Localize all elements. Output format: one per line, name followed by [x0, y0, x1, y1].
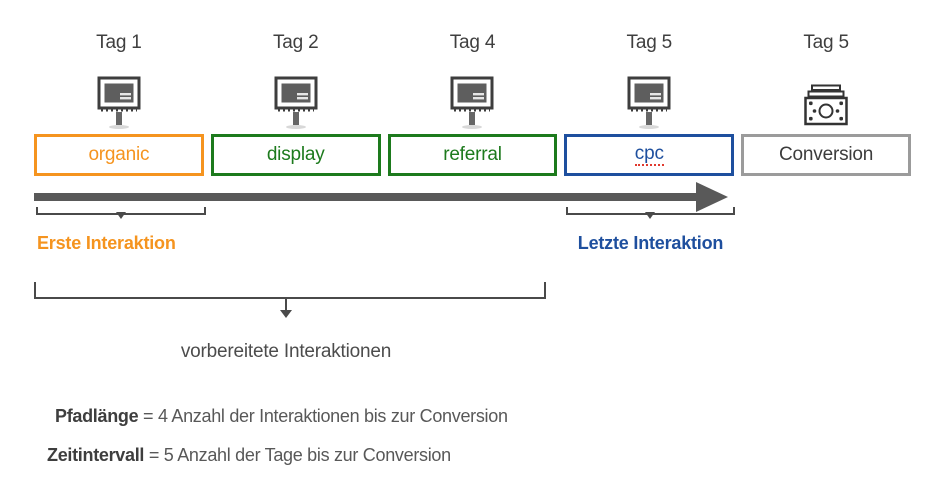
down-arrow-icon [280, 310, 292, 318]
day-label: Tag 1 [96, 32, 142, 53]
path-length-definition: Pfadlänge = 4 Anzahl der Interaktionen b… [55, 406, 508, 427]
timeline-column-conversion: Tag 5 Conversion [741, 30, 911, 176]
timeline-column-referral: Tag 4 referral [387, 30, 558, 176]
day-label: Tag 5 [626, 32, 673, 53]
channel-label: Conversion [779, 144, 874, 165]
time-interval-term: Zeitintervall [47, 445, 145, 465]
timeline-column-organic: Tag 1 organic [34, 30, 204, 176]
last-interaction-label: Letzte Interaktion [577, 233, 724, 253]
timeline-column-cpc: Tag 5 cpc [564, 30, 735, 176]
channel-box-display: display [210, 134, 381, 176]
day-label: Tag 2 [272, 32, 319, 53]
timeline-arrow [34, 193, 698, 201]
time-interval-value: 5 [163, 445, 174, 465]
equals-sign: = [148, 445, 160, 465]
channel-label: cpc [634, 143, 664, 166]
first-interaction-marker-icon [116, 212, 126, 219]
assisted-interactions-pointer [285, 298, 287, 311]
billboard-icon [626, 76, 672, 134]
time-interval-definition: Zeitintervall = 5 Anzahl der Tage bis zu… [47, 445, 451, 466]
path-length-term: Pfadlänge [55, 406, 139, 426]
channel-box-cpc: cpc [564, 134, 735, 176]
equals-sign: = [143, 406, 154, 426]
assisted-interactions-label: vorbereitete Interaktionen [180, 341, 392, 362]
path-length-value: 4 [157, 406, 168, 426]
channel-box-referral: referral [387, 134, 558, 176]
assisted-interactions-bracket [34, 282, 546, 299]
billboard-icon [273, 76, 319, 134]
time-interval-description: Anzahl der Tage bis zur Conversion [177, 445, 451, 465]
channel-box-conversion: Conversion [741, 134, 911, 176]
timeline-column-display: Tag 2 display [210, 30, 381, 176]
first-interaction-label: Erste Interaktion [37, 233, 176, 253]
day-label: Tag 4 [449, 32, 496, 53]
billboard-icon [449, 76, 495, 134]
billboard-icon [96, 76, 142, 134]
day-label: Tag 5 [803, 32, 849, 53]
money-icon [803, 76, 849, 134]
timeline-arrowhead-icon [696, 182, 728, 212]
last-interaction-marker-icon [645, 212, 655, 219]
channel-label: display [266, 144, 325, 165]
channel-label: organic [88, 144, 150, 165]
channel-label: referral [443, 144, 502, 165]
channel-box-organic: organic [34, 134, 204, 176]
timeline-columns: Tag 1 organic Tag 2 [34, 30, 911, 176]
path-length-description: Anzahl der Interaktionen bis zur Convers… [171, 406, 508, 426]
